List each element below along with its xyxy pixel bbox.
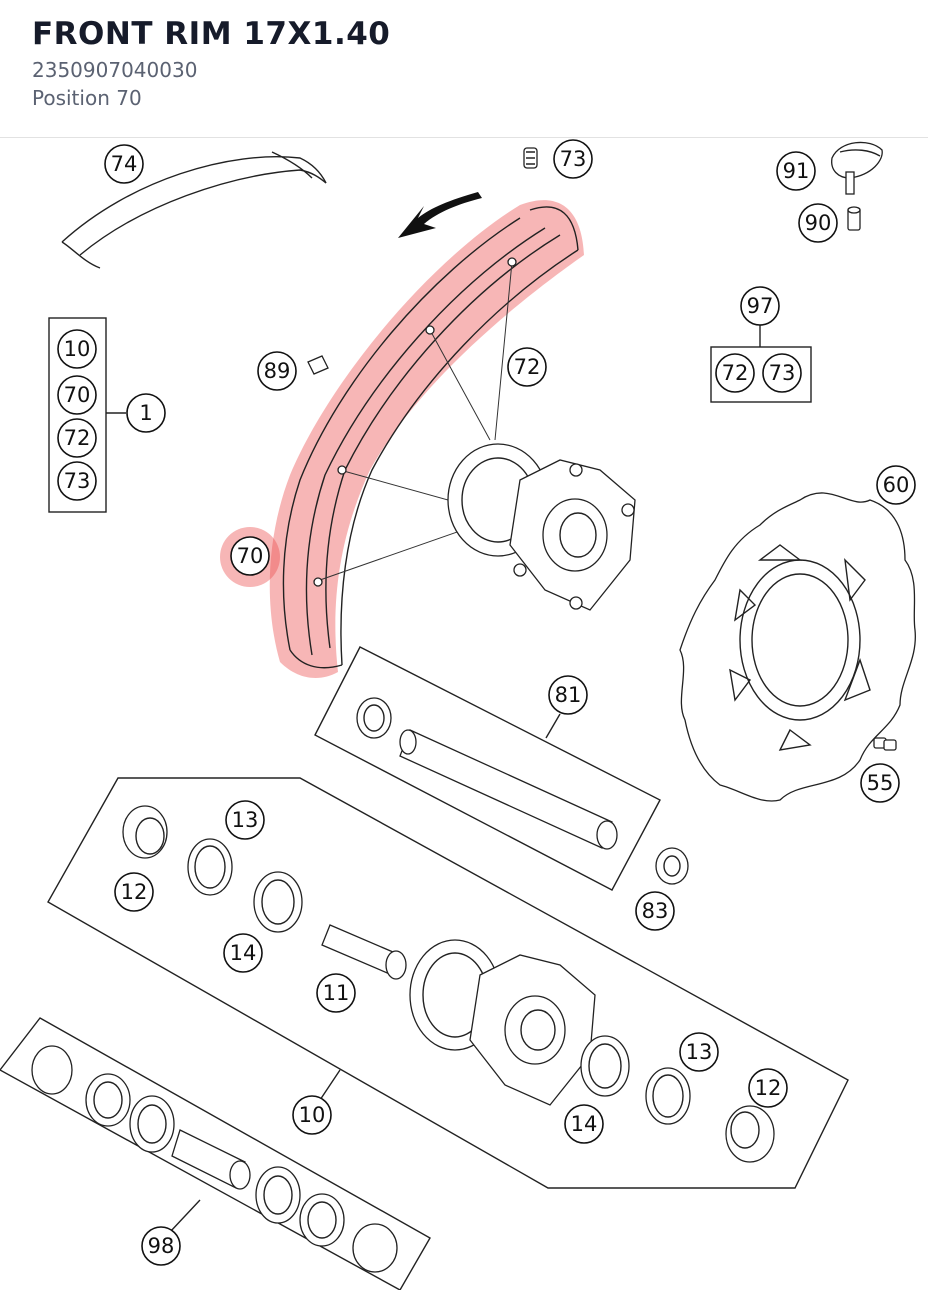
part-title: FRONT RIM 17X1.40 [32,16,391,52]
svg-text:70: 70 [237,544,264,568]
hub-drawing [447,443,636,611]
callout-72-spoke[interactable]: 72 [507,347,547,387]
leader-98 [169,1199,201,1233]
callout-83[interactable]: 83 [635,891,675,931]
callout-10-hub[interactable]: 10 [292,1095,332,1135]
svg-text:14: 14 [230,941,257,965]
brake-disc-drawing [679,492,916,802]
callout-55[interactable]: 55 [860,763,900,803]
callout-72-group[interactable]: 72 [57,418,97,458]
spacer-drawing [655,847,689,885]
svg-text:12: 12 [755,1076,782,1100]
callout-73-nipple[interactable]: 73 [553,139,593,179]
callout-97[interactable]: 97 [740,286,780,326]
svg-text:72: 72 [722,361,749,385]
callout-60[interactable]: 60 [876,465,916,505]
svg-text:60: 60 [883,473,910,497]
callout-81[interactable]: 81 [548,675,588,715]
hub-kit-box [47,777,849,1189]
callout-70-group[interactable]: 70 [57,375,97,415]
bearing-kit-box [0,1017,431,1290]
rim-tape-drawing [61,151,327,269]
callout-12-left[interactable]: 12 [114,872,154,912]
valve-drawing [831,141,883,231]
svg-text:10: 10 [64,337,91,361]
callout-73-group[interactable]: 73 [57,461,97,501]
svg-text:55: 55 [867,771,894,795]
svg-text:11: 11 [323,981,350,1005]
callout-74[interactable]: 74 [104,144,144,184]
svg-text:14: 14 [571,1112,598,1136]
part-number: 2350907040030 [32,58,198,82]
svg-text:74: 74 [111,152,138,176]
svg-text:13: 13 [686,1040,713,1064]
svg-text:90: 90 [805,211,832,235]
callout-1[interactable]: 1 [126,393,166,433]
rotation-arrow-icon [398,192,482,238]
assembly-1-box [48,317,107,513]
callout-14-right[interactable]: 14 [564,1104,604,1144]
callout-72-set[interactable]: 72 [715,353,755,393]
disc-bolt-drawing [873,737,897,751]
callout-73-set[interactable]: 73 [762,353,802,393]
svg-text:72: 72 [514,355,541,379]
assembly-97-box [710,346,812,403]
rim-drawing [282,206,579,669]
svg-text:73: 73 [560,147,587,171]
callout-70-selected[interactable]: 70 [230,536,270,576]
callout-89[interactable]: 89 [257,351,297,391]
callout-90[interactable]: 90 [798,203,838,243]
spoke-nipple-drawing [307,355,329,375]
position-label: Position 70 [32,86,142,110]
nipple-part-drawing [523,147,538,169]
exploded-parts-diagram: 74 73 91 90 10 70 72 73 1 89 72 97 72 73… [0,139,916,1290]
callout-13-left[interactable]: 13 [225,800,265,840]
leader-81 [545,713,561,739]
rim-highlight [269,200,584,678]
part-header: FRONT RIM 17X1.40 2350907040030 Position… [0,0,928,138]
svg-text:89: 89 [264,359,291,383]
svg-text:12: 12 [121,880,148,904]
svg-text:98: 98 [148,1234,175,1258]
callout-13-right[interactable]: 13 [679,1032,719,1072]
callout-14-left[interactable]: 14 [223,933,263,973]
svg-text:1: 1 [139,401,152,425]
svg-text:10: 10 [299,1103,326,1127]
svg-text:70: 70 [64,383,91,407]
leader-10 [319,1069,341,1101]
svg-text:13: 13 [232,808,259,832]
callout-11[interactable]: 11 [316,973,356,1013]
svg-text:73: 73 [64,469,91,493]
svg-text:73: 73 [769,361,796,385]
callout-12-right[interactable]: 12 [748,1068,788,1108]
svg-text:91: 91 [783,159,810,183]
axle-kit-box [314,646,661,891]
svg-text:81: 81 [555,683,582,707]
svg-text:97: 97 [747,294,774,318]
callout-91[interactable]: 91 [776,151,816,191]
callout-98[interactable]: 98 [141,1226,181,1266]
svg-text:83: 83 [642,899,669,923]
svg-text:72: 72 [64,426,91,450]
callout-10-group[interactable]: 10 [57,329,97,369]
